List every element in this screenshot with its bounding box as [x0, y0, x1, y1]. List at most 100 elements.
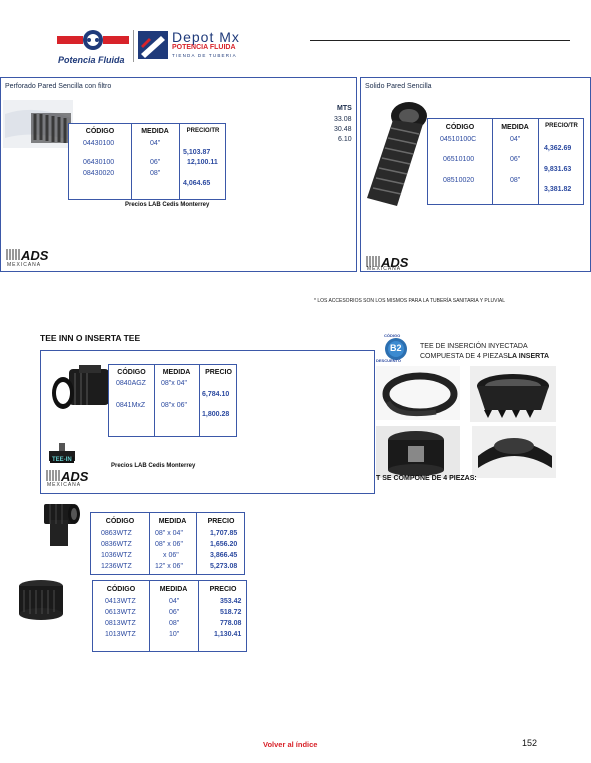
brand-right-title: Depot Mx	[172, 29, 240, 45]
col-header: PRECIO/TR	[545, 123, 578, 129]
col-header: PRECIO	[209, 586, 237, 593]
ads-mexicana-label: MEXICANA	[367, 266, 402, 272]
medida-cell: 06"	[510, 156, 521, 163]
mts-value: 33.08	[334, 116, 352, 123]
piece-photo-ring	[470, 366, 556, 422]
code-cell: 06510100	[443, 156, 475, 163]
price-cell: 4,362.69	[544, 145, 572, 152]
price-cell: 353.42	[220, 598, 242, 605]
medida-cell: 06"	[150, 159, 161, 166]
discount-badge-icon	[385, 338, 407, 360]
brand-right-sub2: TIENDA DE TUBERIA	[172, 53, 237, 58]
solid-pipe-photo	[367, 102, 427, 206]
accessories-note: * LOS ACCESORIOS SON LOS MISMOS PARA LA …	[314, 298, 505, 304]
code-cell: 08430020	[83, 170, 115, 177]
medida-cell: 08"	[169, 620, 180, 627]
insertion-footer: T SE COMPONE DE 4 PIEZAS:	[376, 475, 477, 482]
depot-logo-icon	[138, 31, 168, 59]
table-tee: CÓDIGO MEDIDA PRECIO 0840AGZ 0841MxZ 08"…	[108, 364, 237, 437]
brand-left-text: Potencia Fluida	[58, 55, 125, 65]
code-cell: 0613WTZ	[105, 609, 136, 616]
col-header: CÓDIGO	[85, 128, 115, 135]
piece-photo-collar	[376, 426, 460, 478]
ads-mexicana-label: MEXICANA	[7, 262, 42, 268]
back-to-index-link[interactable]: Volver al índice	[263, 740, 318, 749]
tee-inn-photo	[52, 365, 109, 409]
medida-cell: 08"	[150, 170, 161, 177]
table-wtz2: CÓDIGO MEDIDA PRECIO 0413WTZ 0613WTZ 081…	[92, 580, 247, 652]
perforated-pipe-photo	[3, 100, 73, 148]
mts-label: MTS	[337, 105, 352, 112]
price-cell: 1,656.20	[210, 541, 238, 548]
tee-wtz-photo	[44, 504, 80, 546]
price-cell: 518.72	[220, 609, 242, 616]
code-cell: 0863WTZ	[101, 530, 132, 537]
table-solido: CÓDIGO MEDIDA PRECIO/TR 04510100C 065101…	[427, 118, 584, 205]
code-cell: 08510020	[443, 177, 475, 184]
price-cell: 778.08	[220, 620, 242, 627]
price-cell: 3,381.82	[544, 186, 572, 193]
medida-cell: 08"x 06"	[161, 402, 187, 409]
panel-solido-title: Solido Pared Sencilla	[365, 83, 432, 90]
svg-text:ADS: ADS	[20, 248, 49, 263]
code-cell: 1036WTZ	[101, 552, 132, 559]
code-cell: 0813WTZ	[105, 620, 136, 627]
price-cell: 6,784.10	[202, 391, 230, 398]
medida-cell: 08" x 06"	[155, 541, 183, 548]
price-cell: 4,064.65	[183, 180, 211, 187]
code-cell: 0413WTZ	[105, 598, 136, 605]
medida-cell: 08" x 04"	[155, 530, 183, 537]
header-rule	[310, 40, 570, 41]
svg-text:ADS: ADS	[60, 469, 89, 484]
col-header: MEDIDA	[501, 124, 529, 131]
tee-section-title: TEE INN O INSERTA TEE	[40, 333, 141, 343]
medida-cell: 04"	[510, 136, 521, 143]
insertion-desc-2: COMPUESTA DE 4 PIEZASLA INSERTA	[420, 353, 549, 360]
brand-right-sub1: POTENCIA FLUIDA	[172, 44, 236, 51]
price-cell: 12,100.11	[187, 159, 218, 166]
badge-bottom: DESCUENTO	[376, 358, 402, 363]
ads-mexicana-logo: ADS	[6, 248, 49, 263]
code-cell: 06430100	[83, 159, 115, 166]
medida-cell: 04"	[169, 598, 180, 605]
panel-perforado: Perforado Pared Sencilla con filtro MTS …	[0, 77, 357, 272]
medida-cell: 10"	[169, 631, 180, 638]
price-cell: 5,273.08	[210, 563, 238, 570]
badge-num: B2	[390, 343, 402, 353]
badge-top: CÓDIGO	[384, 333, 401, 338]
piece-photo-saddle	[472, 426, 556, 478]
insertion-desc-2-bold: LA INSERTA	[507, 353, 550, 360]
price-cell: 1,800.28	[202, 411, 230, 418]
col-header: PRECIO	[205, 369, 232, 376]
mts-value: 6.10	[338, 136, 352, 143]
medida-cell: 08"x 04"	[161, 380, 187, 387]
page-number: 152	[522, 738, 538, 748]
code-cell: 04430100	[83, 140, 115, 147]
code-cell: 0836WTZ	[101, 541, 132, 548]
code-cell: 04510100C	[440, 136, 477, 143]
medida-cell: x 06"	[163, 552, 179, 559]
col-header: MEDIDA	[159, 586, 188, 593]
code-cell: 1236WTZ	[101, 563, 132, 570]
potencia-fluida-logo	[57, 30, 129, 50]
col-header: CÓDIGO	[117, 369, 146, 376]
prices-note: Precios LAB Cedis Monterrey	[111, 463, 196, 469]
medida-cell: 08"	[510, 177, 521, 184]
col-header: MEDIDA	[162, 369, 191, 376]
panel-perforado-title: Perforado Pared Sencilla con filtro	[5, 83, 112, 90]
prices-note: Precios LAB Cedis Monterrey	[125, 202, 210, 208]
discount-badge: CÓDIGO B2 DESCUENTO	[376, 333, 416, 365]
col-header: CÓDIGO	[445, 124, 475, 131]
code-cell: 0841MxZ	[116, 402, 146, 409]
divider-vertical	[133, 30, 134, 62]
col-header: PRECIO/TR	[186, 128, 220, 134]
ads-mexicana-logo: ADS	[366, 255, 409, 270]
col-header: MEDIDA	[158, 518, 187, 525]
ads-mexicana-logo: ADS	[46, 469, 89, 484]
col-header: CÓDIGO	[106, 586, 136, 593]
tee-in-logo	[49, 443, 75, 461]
table-perforado: CÓDIGO MEDIDA PRECIO/TR 04430100 0643010…	[68, 123, 226, 200]
insertion-desc-1: TEE DE INSERCIÓN INYECTADA	[420, 343, 528, 350]
mts-value: 30.48	[334, 126, 352, 133]
price-cell: 3,866.45	[210, 552, 238, 559]
